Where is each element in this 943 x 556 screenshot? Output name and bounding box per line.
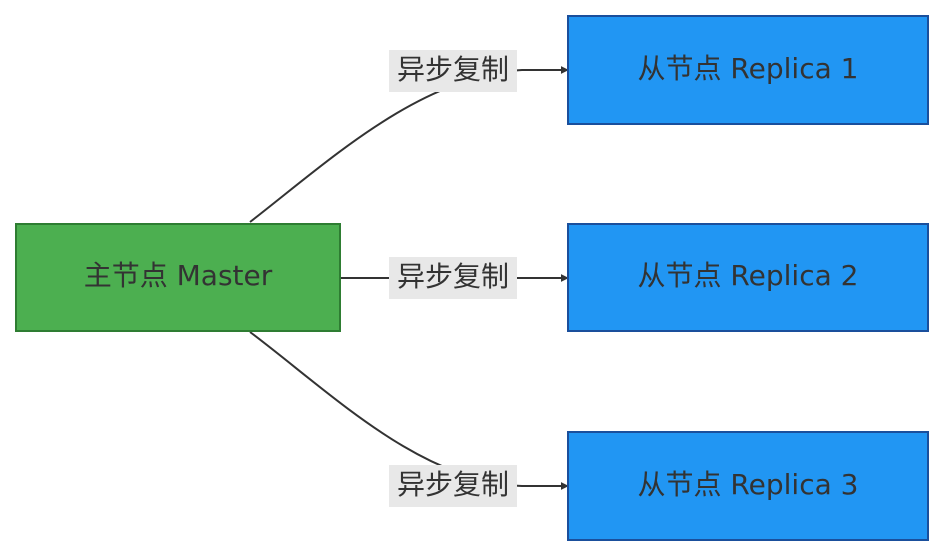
node-master-box xyxy=(15,223,341,332)
node-replica3-label: 从节点 Replica 3 xyxy=(638,468,859,501)
node-replica2[interactable]: 从节点 Replica 2 xyxy=(567,223,929,332)
edge-label-1-text: 异步复制 xyxy=(397,53,509,86)
node-replica2-label: 从节点 Replica 2 xyxy=(638,259,859,292)
node-master[interactable]: 主节点 Master xyxy=(15,223,341,332)
edge-label-3-text: 异步复制 xyxy=(397,468,509,501)
node-replica1-box xyxy=(567,15,929,125)
node-master-label: 主节点 Master xyxy=(84,259,273,292)
node-replica1-label: 从节点 Replica 1 xyxy=(638,52,859,85)
node-replica2-box xyxy=(567,223,929,332)
node-replica3-box xyxy=(567,431,929,541)
edge-label-2-text: 异步复制 xyxy=(397,260,509,293)
edge-master-replica1 xyxy=(249,66,569,223)
edge-label-1: 异步复制 xyxy=(389,50,517,92)
edge-label-3: 异步复制 xyxy=(389,465,517,507)
edge-label-2: 异步复制 xyxy=(389,257,517,299)
node-replica3[interactable]: 从节点 Replica 3 xyxy=(567,431,929,541)
node-replica1[interactable]: 从节点 Replica 1 xyxy=(567,15,929,125)
edge-master-replica3 xyxy=(249,331,569,490)
